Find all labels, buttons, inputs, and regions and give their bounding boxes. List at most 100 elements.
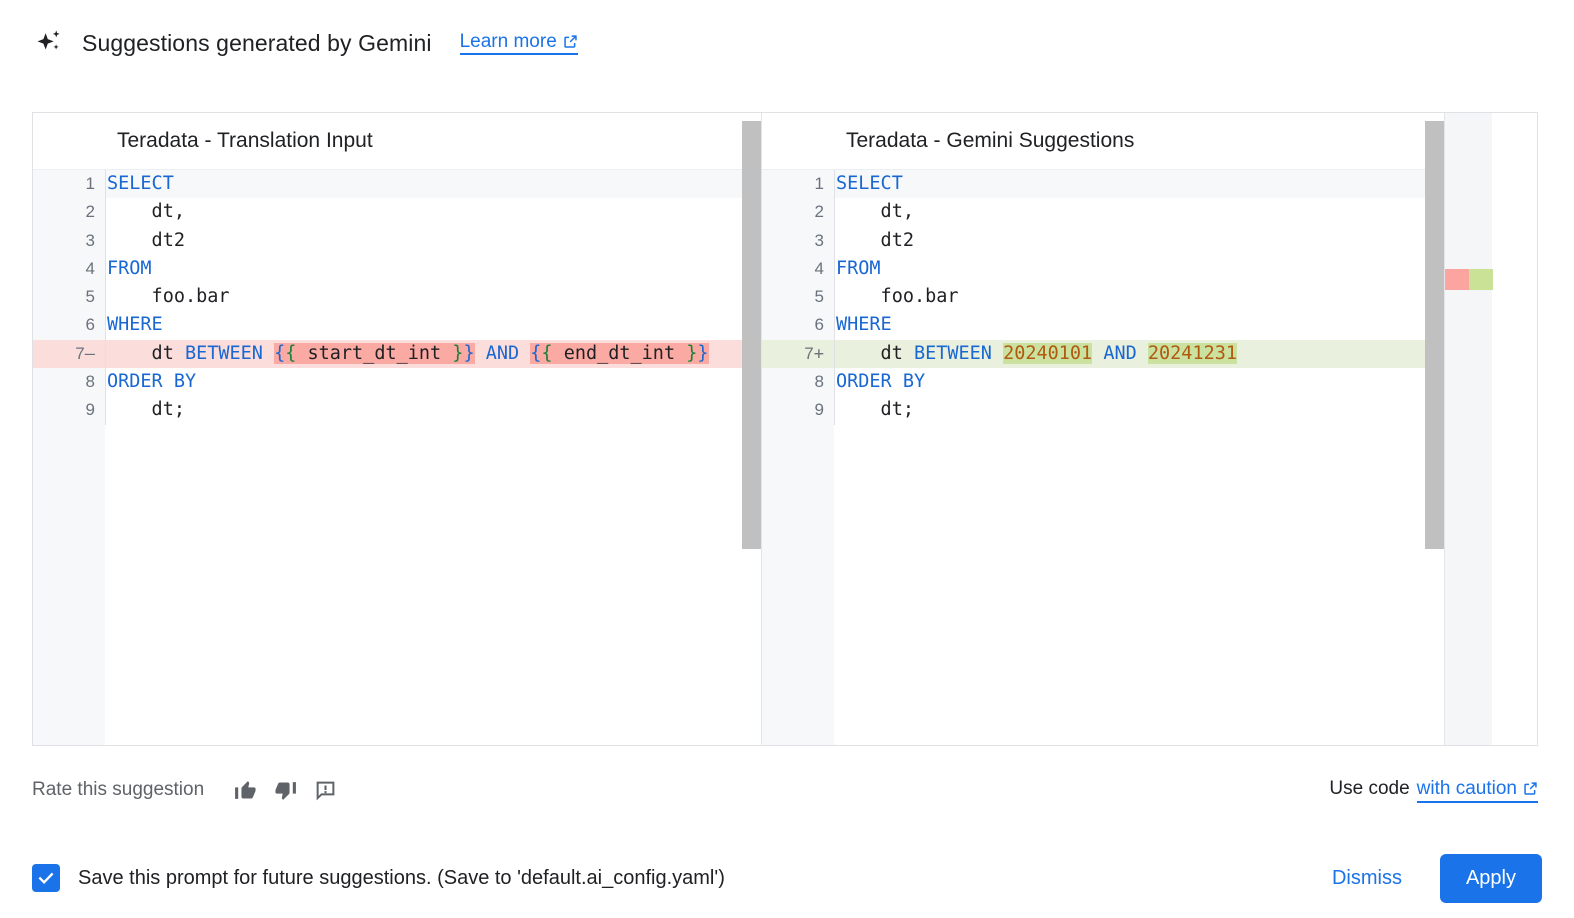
code-token: AND — [1103, 342, 1137, 364]
rate-group: Rate this suggestion — [32, 773, 348, 807]
diff-sign: — — [84, 343, 95, 364]
line-number: 8 — [85, 372, 95, 392]
panel-header: Suggestions generated by Gemini Learn mo… — [32, 26, 578, 60]
indent-guide — [105, 170, 106, 199]
code-line-text: FROM — [105, 255, 152, 283]
code-line: 9 dt; — [33, 396, 761, 425]
save-prompt-checkbox[interactable] — [32, 864, 60, 892]
code-token: } — [452, 342, 464, 364]
code-line-text: dt, — [105, 198, 185, 226]
scrollbar-thumb-right[interactable] — [1425, 121, 1444, 549]
external-link-icon — [1524, 782, 1537, 795]
code-line: 3 dt2 — [762, 226, 1492, 255]
learn-more-link[interactable]: Learn more — [459, 30, 578, 56]
code-line: 6 WHERE — [762, 311, 1492, 340]
indent-guide — [834, 198, 835, 227]
scrollbar-thumb-left[interactable] — [742, 121, 761, 549]
line-number: 4 — [85, 258, 95, 278]
code-token — [992, 343, 1003, 364]
thumb-up-icon[interactable] — [228, 773, 262, 807]
code-line: 2 dt, — [33, 198, 761, 227]
pane-title-left: Teradata - Translation Input — [33, 113, 761, 170]
thumb-down-icon[interactable] — [268, 773, 302, 807]
indent-guide — [105, 254, 106, 284]
page-title: Suggestions generated by Gemini — [82, 29, 432, 56]
dismiss-button[interactable]: Dismiss — [1324, 857, 1410, 900]
indent-guide — [834, 226, 835, 255]
rate-label: Rate this suggestion — [32, 779, 205, 800]
overview-mark-removed — [1445, 269, 1469, 290]
code-line-text: foo.bar — [834, 283, 959, 311]
use-code-prefix: Use code — [1329, 777, 1410, 799]
line-number: 7+ — [804, 343, 824, 364]
code-token: foo.bar — [107, 286, 230, 308]
code-token: { — [541, 342, 553, 364]
pane-divider — [761, 113, 762, 745]
vertical-scrollbar-right[interactable] — [1425, 113, 1444, 745]
code-token: foo.bar — [836, 286, 959, 308]
indent-guide — [105, 396, 106, 425]
with-caution-link[interactable]: with caution — [1416, 778, 1538, 803]
code-token — [1137, 343, 1148, 364]
sparkle-icon — [32, 26, 66, 60]
code-line: 2 dt, — [762, 198, 1492, 227]
code-line-text: dt BETWEEN 20240101 AND 20241231 — [834, 340, 1237, 368]
diff-sign: + — [813, 343, 824, 364]
code-line-text: dt; — [105, 396, 185, 424]
indent-guide — [105, 311, 106, 340]
code-token: } — [686, 342, 698, 364]
code-line: 8 ORDER BY — [33, 368, 761, 397]
code-token: SELECT — [836, 173, 903, 194]
code-token: dt — [836, 342, 914, 364]
code-token: dt, — [107, 201, 185, 223]
code-line: 5 foo.bar — [762, 283, 1492, 312]
line-number: 3 — [814, 230, 824, 250]
line-number: 2 — [85, 202, 95, 222]
line-number-gutter-right — [762, 113, 834, 745]
line-number: 9 — [814, 400, 824, 420]
indent-guide — [105, 226, 106, 255]
diff-overview-ruler[interactable] — [1444, 113, 1493, 745]
line-number: 4 — [814, 258, 824, 278]
code-line: 5 foo.bar — [33, 283, 761, 312]
pane-title-right-label: Teradata - Gemini Suggestions — [846, 129, 1135, 152]
code-token: ORDER BY — [836, 371, 926, 393]
vertical-scrollbar-left[interactable] — [742, 113, 761, 745]
code-token: ORDER BY — [107, 371, 197, 393]
check-icon — [38, 872, 54, 885]
feedback-row: Rate this suggestion Use code with cauti… — [32, 768, 1538, 812]
code-line-text: ORDER BY — [834, 368, 925, 396]
apply-button[interactable]: Apply — [1439, 853, 1542, 903]
indent-guide — [834, 368, 835, 397]
line-number: 2 — [814, 202, 824, 222]
code-line-text: WHERE — [834, 311, 892, 339]
code-token — [475, 343, 486, 364]
code-line-text: dt2 — [105, 227, 185, 255]
line-number: 6 — [814, 315, 824, 335]
code-line-text: dt, — [834, 198, 914, 226]
pane-title-left-label: Teradata - Translation Input — [117, 129, 373, 152]
code-line: 4 FROM — [33, 254, 761, 284]
indent-guide — [834, 170, 835, 199]
code-token — [519, 343, 530, 364]
code-line-text: FROM — [834, 255, 881, 283]
code-line: 9 dt; — [762, 396, 1492, 425]
code-token: BETWEEN — [184, 342, 263, 364]
report-feedback-icon[interactable] — [308, 773, 342, 807]
save-prompt-label: Save this prompt for future suggestions.… — [78, 866, 725, 889]
code-token: start_dt_int — [296, 342, 453, 364]
learn-more-label: Learn more — [459, 30, 557, 52]
code-token: } — [463, 342, 475, 364]
code-token: WHERE — [107, 314, 163, 336]
use-code-note: Use code with caution — [1329, 778, 1538, 803]
external-link-icon — [564, 35, 577, 48]
code-token: AND — [485, 342, 520, 364]
code-token: SELECT — [107, 173, 174, 194]
